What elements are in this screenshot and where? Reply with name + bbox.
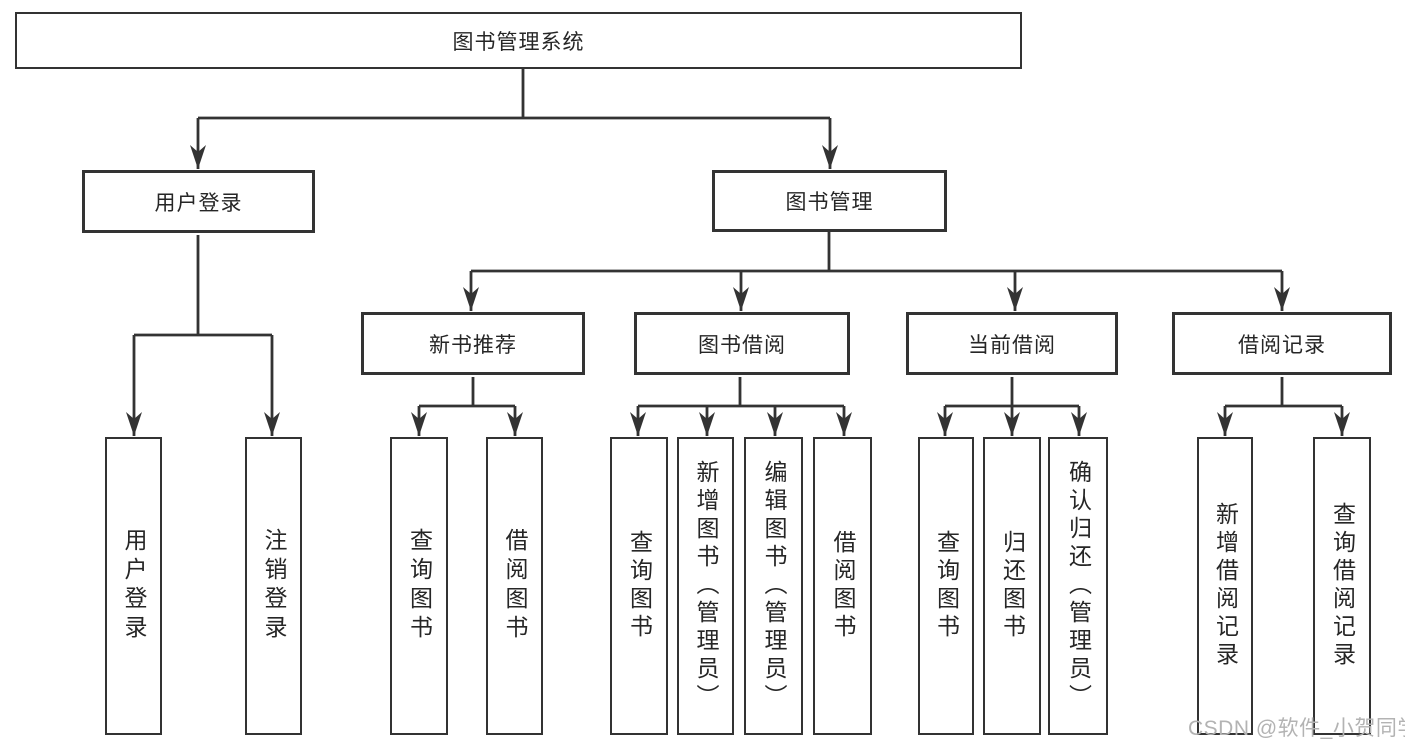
node-current-borrow: 当前借阅 — [906, 312, 1118, 375]
leaf-user-login: 用户登录 — [105, 437, 162, 735]
leaf-query-books: 查询图书 — [610, 437, 668, 735]
leaf-logout: 注销登录 — [245, 437, 302, 735]
connector-trunk — [134, 69, 1342, 408]
leaf-edit-books-admin: 编辑图书（管理员） — [744, 437, 803, 735]
leaf-borrow-books: 借阅图书 — [486, 437, 543, 735]
node-user-login: 用户登录 — [82, 170, 315, 233]
node-library-management-system: 图书管理系统 — [15, 12, 1022, 69]
leaf-query-books: 查询图书 — [918, 437, 974, 735]
leaf-borrow-books: 借阅图书 — [813, 437, 872, 735]
leaf-add-borrow-record: 新增借阅记录 — [1197, 437, 1253, 735]
leaf-confirm-return-admin: 确认归还（管理员） — [1048, 437, 1108, 735]
node-book-borrow: 图书借阅 — [634, 312, 850, 375]
node-borrow-records: 借阅记录 — [1172, 312, 1392, 375]
leaf-query-borrow-record: 查询借阅记录 — [1313, 437, 1371, 735]
leaf-return-books: 归还图书 — [983, 437, 1041, 735]
watermark-text: CSDN @软件_小贺同学 — [1188, 717, 1405, 740]
node-book-management: 图书管理 — [712, 170, 947, 232]
leaf-query-books: 查询图书 — [390, 437, 448, 735]
leaf-add-books-admin: 新增图书（管理员） — [677, 437, 734, 735]
node-new-book-recommend: 新书推荐 — [361, 312, 585, 375]
